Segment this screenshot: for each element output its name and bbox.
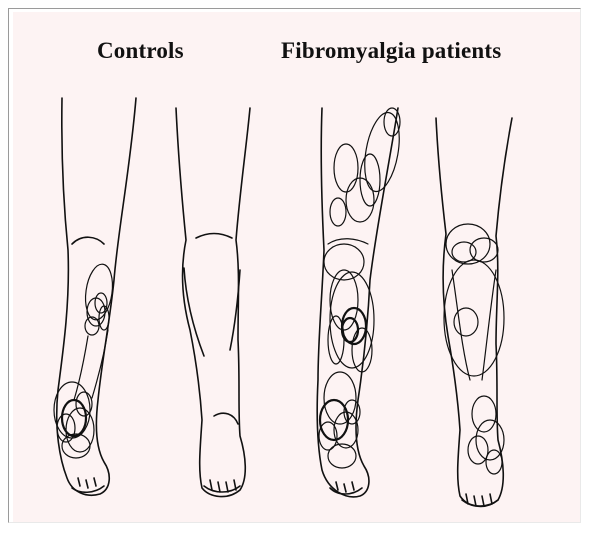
control-leg-front	[54, 98, 136, 495]
patient-leg-back	[436, 118, 512, 506]
control-pain-markings	[54, 262, 116, 458]
patient-pain-markings-front	[319, 108, 405, 468]
patient-pain-markings-back	[444, 224, 504, 474]
patient-leg-front	[317, 108, 404, 497]
control-leg-back	[176, 108, 250, 497]
